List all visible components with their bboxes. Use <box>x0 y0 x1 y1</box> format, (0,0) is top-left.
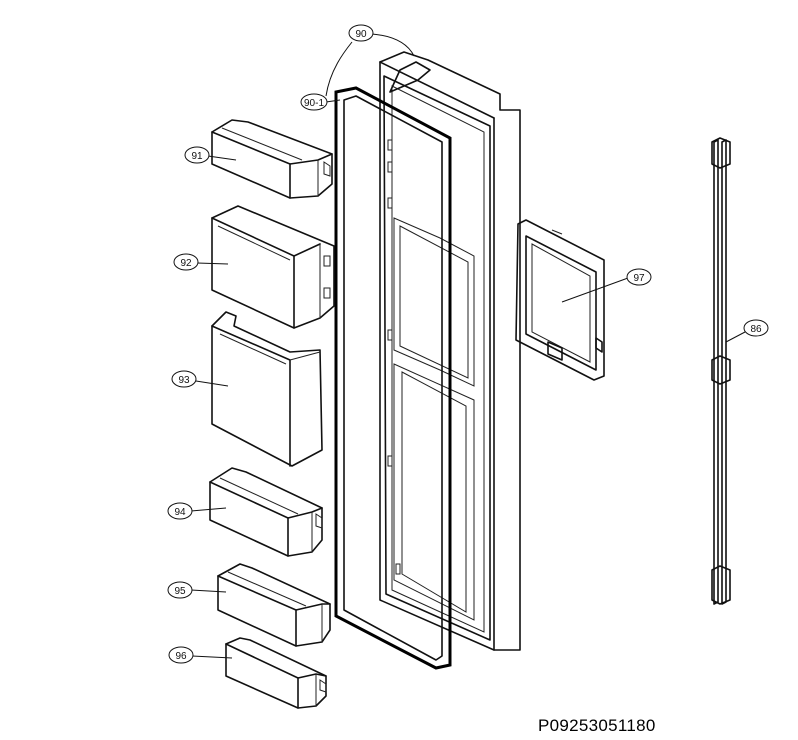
callout-86: 86 <box>725 319 769 343</box>
callout-90: 90 <box>348 24 415 57</box>
callout-86-label: 86 <box>750 324 762 335</box>
door-bin-92 <box>211 205 335 329</box>
callout-93-label: 93 <box>178 375 190 386</box>
callout-90-1: 90-1 <box>300 41 353 111</box>
callout-93: 93 <box>171 370 229 388</box>
callout-97-label: 97 <box>633 273 645 284</box>
drawing-number: P09253051180 <box>538 716 656 735</box>
callout-97: 97 <box>561 268 652 303</box>
callout-90-label: 90 <box>355 29 367 40</box>
callout-94-label: 94 <box>174 507 186 518</box>
door-bin-94 <box>209 467 323 557</box>
door-bin-95 <box>217 563 331 647</box>
callout-91: 91 <box>184 146 237 164</box>
callout-95-label: 95 <box>174 586 186 597</box>
callout-96-label: 96 <box>175 651 187 662</box>
door-panel <box>379 51 521 651</box>
callout-91-label: 91 <box>191 151 203 162</box>
callout-92: 92 <box>173 253 229 271</box>
callout-92-label: 92 <box>180 258 192 269</box>
door-bin-93 <box>211 311 323 467</box>
callout-96: 96 <box>168 646 233 664</box>
callout-94: 94 <box>167 502 227 520</box>
hinge-bar <box>711 137 731 605</box>
callout-90-1-label: 90-1 <box>304 98 324 109</box>
door-bin-96 <box>225 637 327 709</box>
callout-95: 95 <box>167 581 227 599</box>
door-bin-91 <box>211 119 333 199</box>
door-gasket <box>334 86 452 670</box>
dispenser-cover <box>515 219 605 381</box>
